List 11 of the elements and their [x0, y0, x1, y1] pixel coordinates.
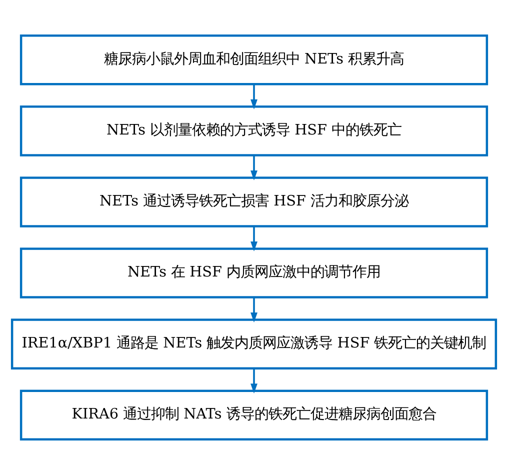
node-box: NETs 通过诱导铁死亡损害 HSF 活力和胶原分泌 — [20, 176, 488, 227]
arrow — [250, 296, 258, 322]
node-box: IRE1α/XBP1 通路是 NETs 触发内质网应激诱导 HSF 铁死亡的关键机制 — [10, 318, 498, 369]
arrow — [250, 154, 258, 180]
node-box: 糖尿病小鼠外周血和创面组织中 NETs 积累升高 — [20, 34, 488, 85]
arrow — [250, 84, 258, 109]
node-box: NETs 在 HSF 内质网应激中的调节作用 — [20, 247, 488, 298]
arrow — [250, 226, 258, 251]
arrow — [250, 368, 258, 394]
node-box: NETs 以剂量依赖的方式诱导 HSF 中的铁死亡 — [20, 105, 488, 156]
node-box: KIRA6 通过抑制 NATs 诱导的铁死亡促进糖尿病创面愈合 — [20, 389, 488, 440]
